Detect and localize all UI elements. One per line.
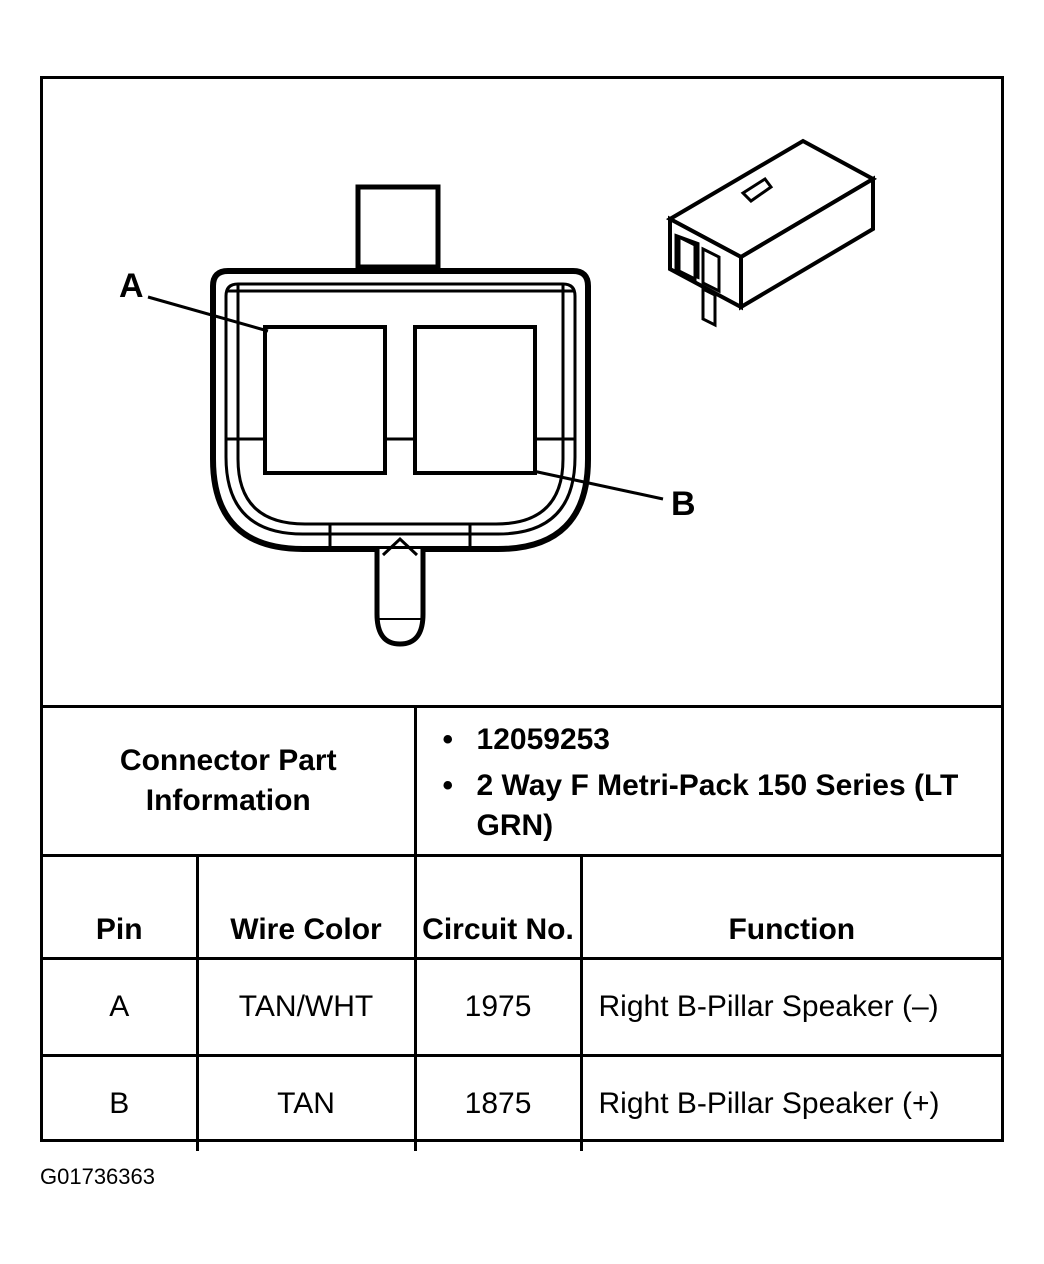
part-info-values: 12059253 2 Way F Metri-Pack 150 Series (… [413, 705, 1002, 857]
figure-id: G01736363 [40, 1164, 155, 1189]
pin-label-a: A [119, 267, 144, 305]
cell-wire-color: TAN/WHT [195, 957, 417, 1057]
table-row: B TAN 1875 Right B-Pillar Speaker (+) [43, 1054, 1002, 1151]
connector-info-table: Connector Part Information 12059253 2 Wa… [43, 705, 1002, 1151]
header-function: Function [579, 854, 1002, 960]
table-row: A TAN/WHT 1975 Right B-Pillar Speaker (–… [43, 957, 1002, 1057]
cell-function: Right B-Pillar Speaker (+) [579, 1054, 1002, 1151]
connector-face-drawing [147, 138, 878, 647]
header-pin: Pin [43, 854, 199, 960]
cell-circuit-no: 1875 [413, 1054, 583, 1151]
connector-3d-illustration [665, 138, 878, 328]
leader-line-a [147, 295, 269, 333]
pin-cavity-a [263, 325, 387, 475]
part-number: 12059253 [443, 720, 1002, 760]
leader-line-b [532, 469, 664, 501]
cell-circuit-no: 1975 [413, 957, 583, 1057]
pin-table-header: Pin Wire Color Circuit No. Function [43, 854, 1002, 960]
header-wire-color: Wire Color [195, 854, 417, 960]
pin-cavity-b [413, 325, 537, 475]
cell-pin: A [43, 957, 199, 1057]
header-circuit-no: Circuit No. [413, 854, 583, 960]
cell-pin: B [43, 1054, 199, 1151]
connector-key [374, 549, 426, 647]
part-description: 2 Way F Metri-Pack 150 Series (LT GRN) [443, 766, 1002, 846]
part-info-label: Connector Part Information [43, 705, 417, 857]
connector-lock-tab [355, 184, 441, 270]
cell-function: Right B-Pillar Speaker (–) [579, 957, 1002, 1057]
pin-label-b: B [671, 485, 696, 523]
connector-figure: A B [43, 79, 1001, 707]
cell-wire-color: TAN [195, 1054, 417, 1151]
connector-diagram-frame: A B Connector Part Information 12059253 … [40, 76, 1004, 1151]
